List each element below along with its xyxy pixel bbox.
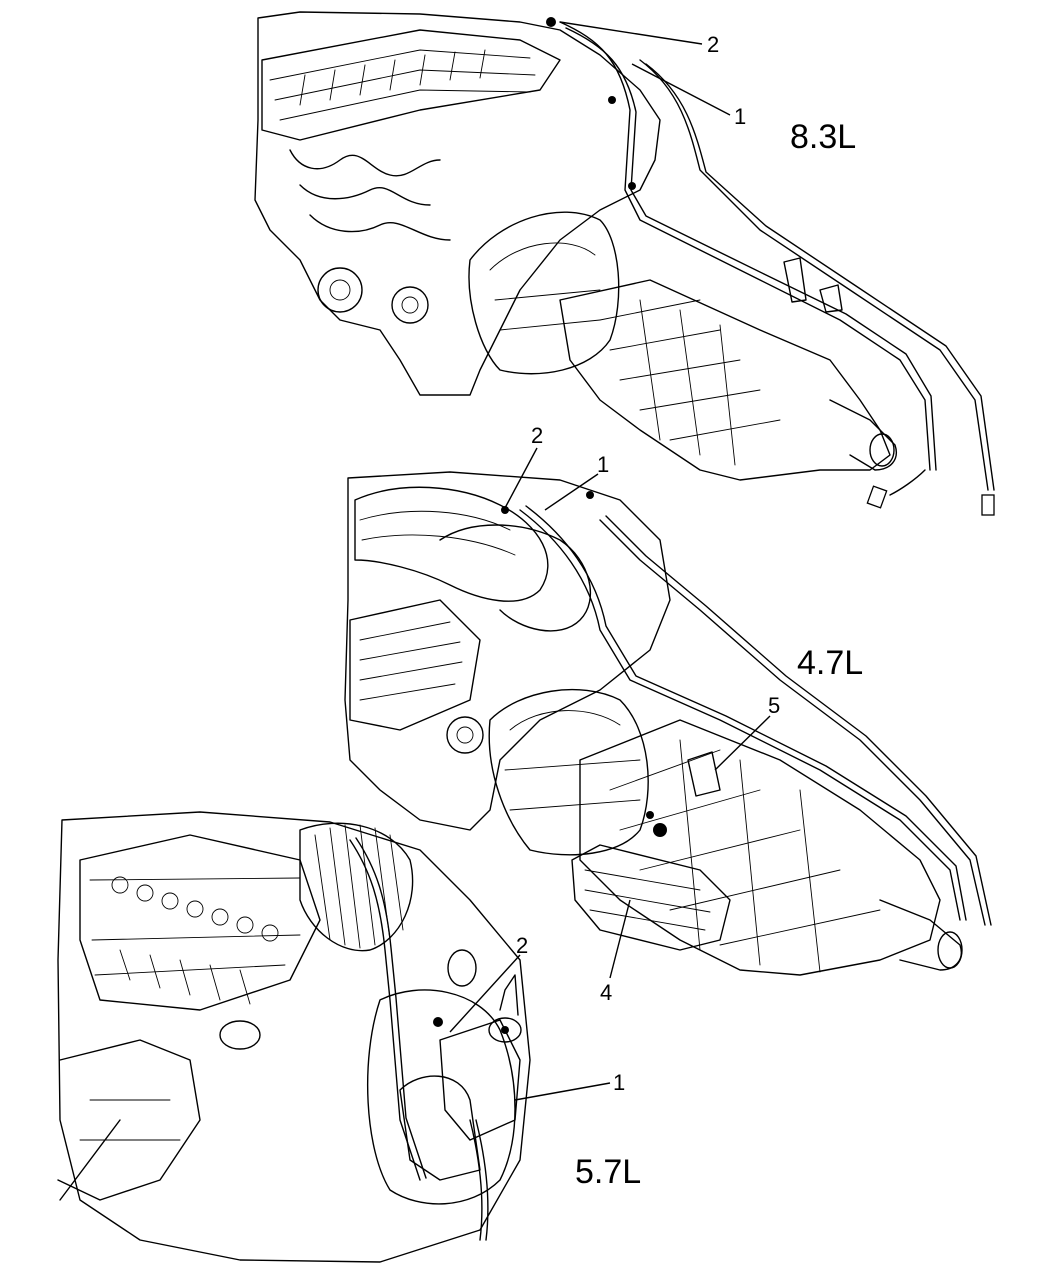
- engine-5-7l-illustration: [57, 811, 531, 1263]
- callout-number: 2: [531, 423, 543, 448]
- callout-number: 1: [734, 104, 746, 129]
- callout-8-3l-item-1: 1: [631, 63, 746, 129]
- engine-label-5-7l: 5.7L: [575, 1153, 641, 1191]
- callout-number: 4: [600, 980, 612, 1005]
- callout-4-7l-item-1: 1: [544, 452, 609, 511]
- callout-number: 2: [516, 933, 528, 958]
- callout-number: 2: [707, 32, 719, 57]
- callout-5-7l-item-1: 1: [514, 1070, 625, 1101]
- engine-label-4-7l: 4.7L: [797, 644, 863, 682]
- callout-4-7l-item-4: 4: [600, 899, 631, 1005]
- engine-4-7l-illustration: [344, 471, 992, 976]
- engine-label-8-3l: 8.3L: [790, 118, 856, 156]
- callout-number: 1: [613, 1070, 625, 1095]
- callout-4-7l-item-5: 5: [714, 693, 780, 771]
- callout-number: 1: [597, 452, 609, 477]
- callout-8-3l-item-2: 2: [559, 21, 719, 57]
- callout-5-7l-item-2: 2: [449, 933, 528, 1033]
- callout-4-7l-item-2: 2: [504, 423, 543, 509]
- engine-8-3l-illustration: [254, 11, 995, 516]
- callout-number: 5: [768, 693, 780, 718]
